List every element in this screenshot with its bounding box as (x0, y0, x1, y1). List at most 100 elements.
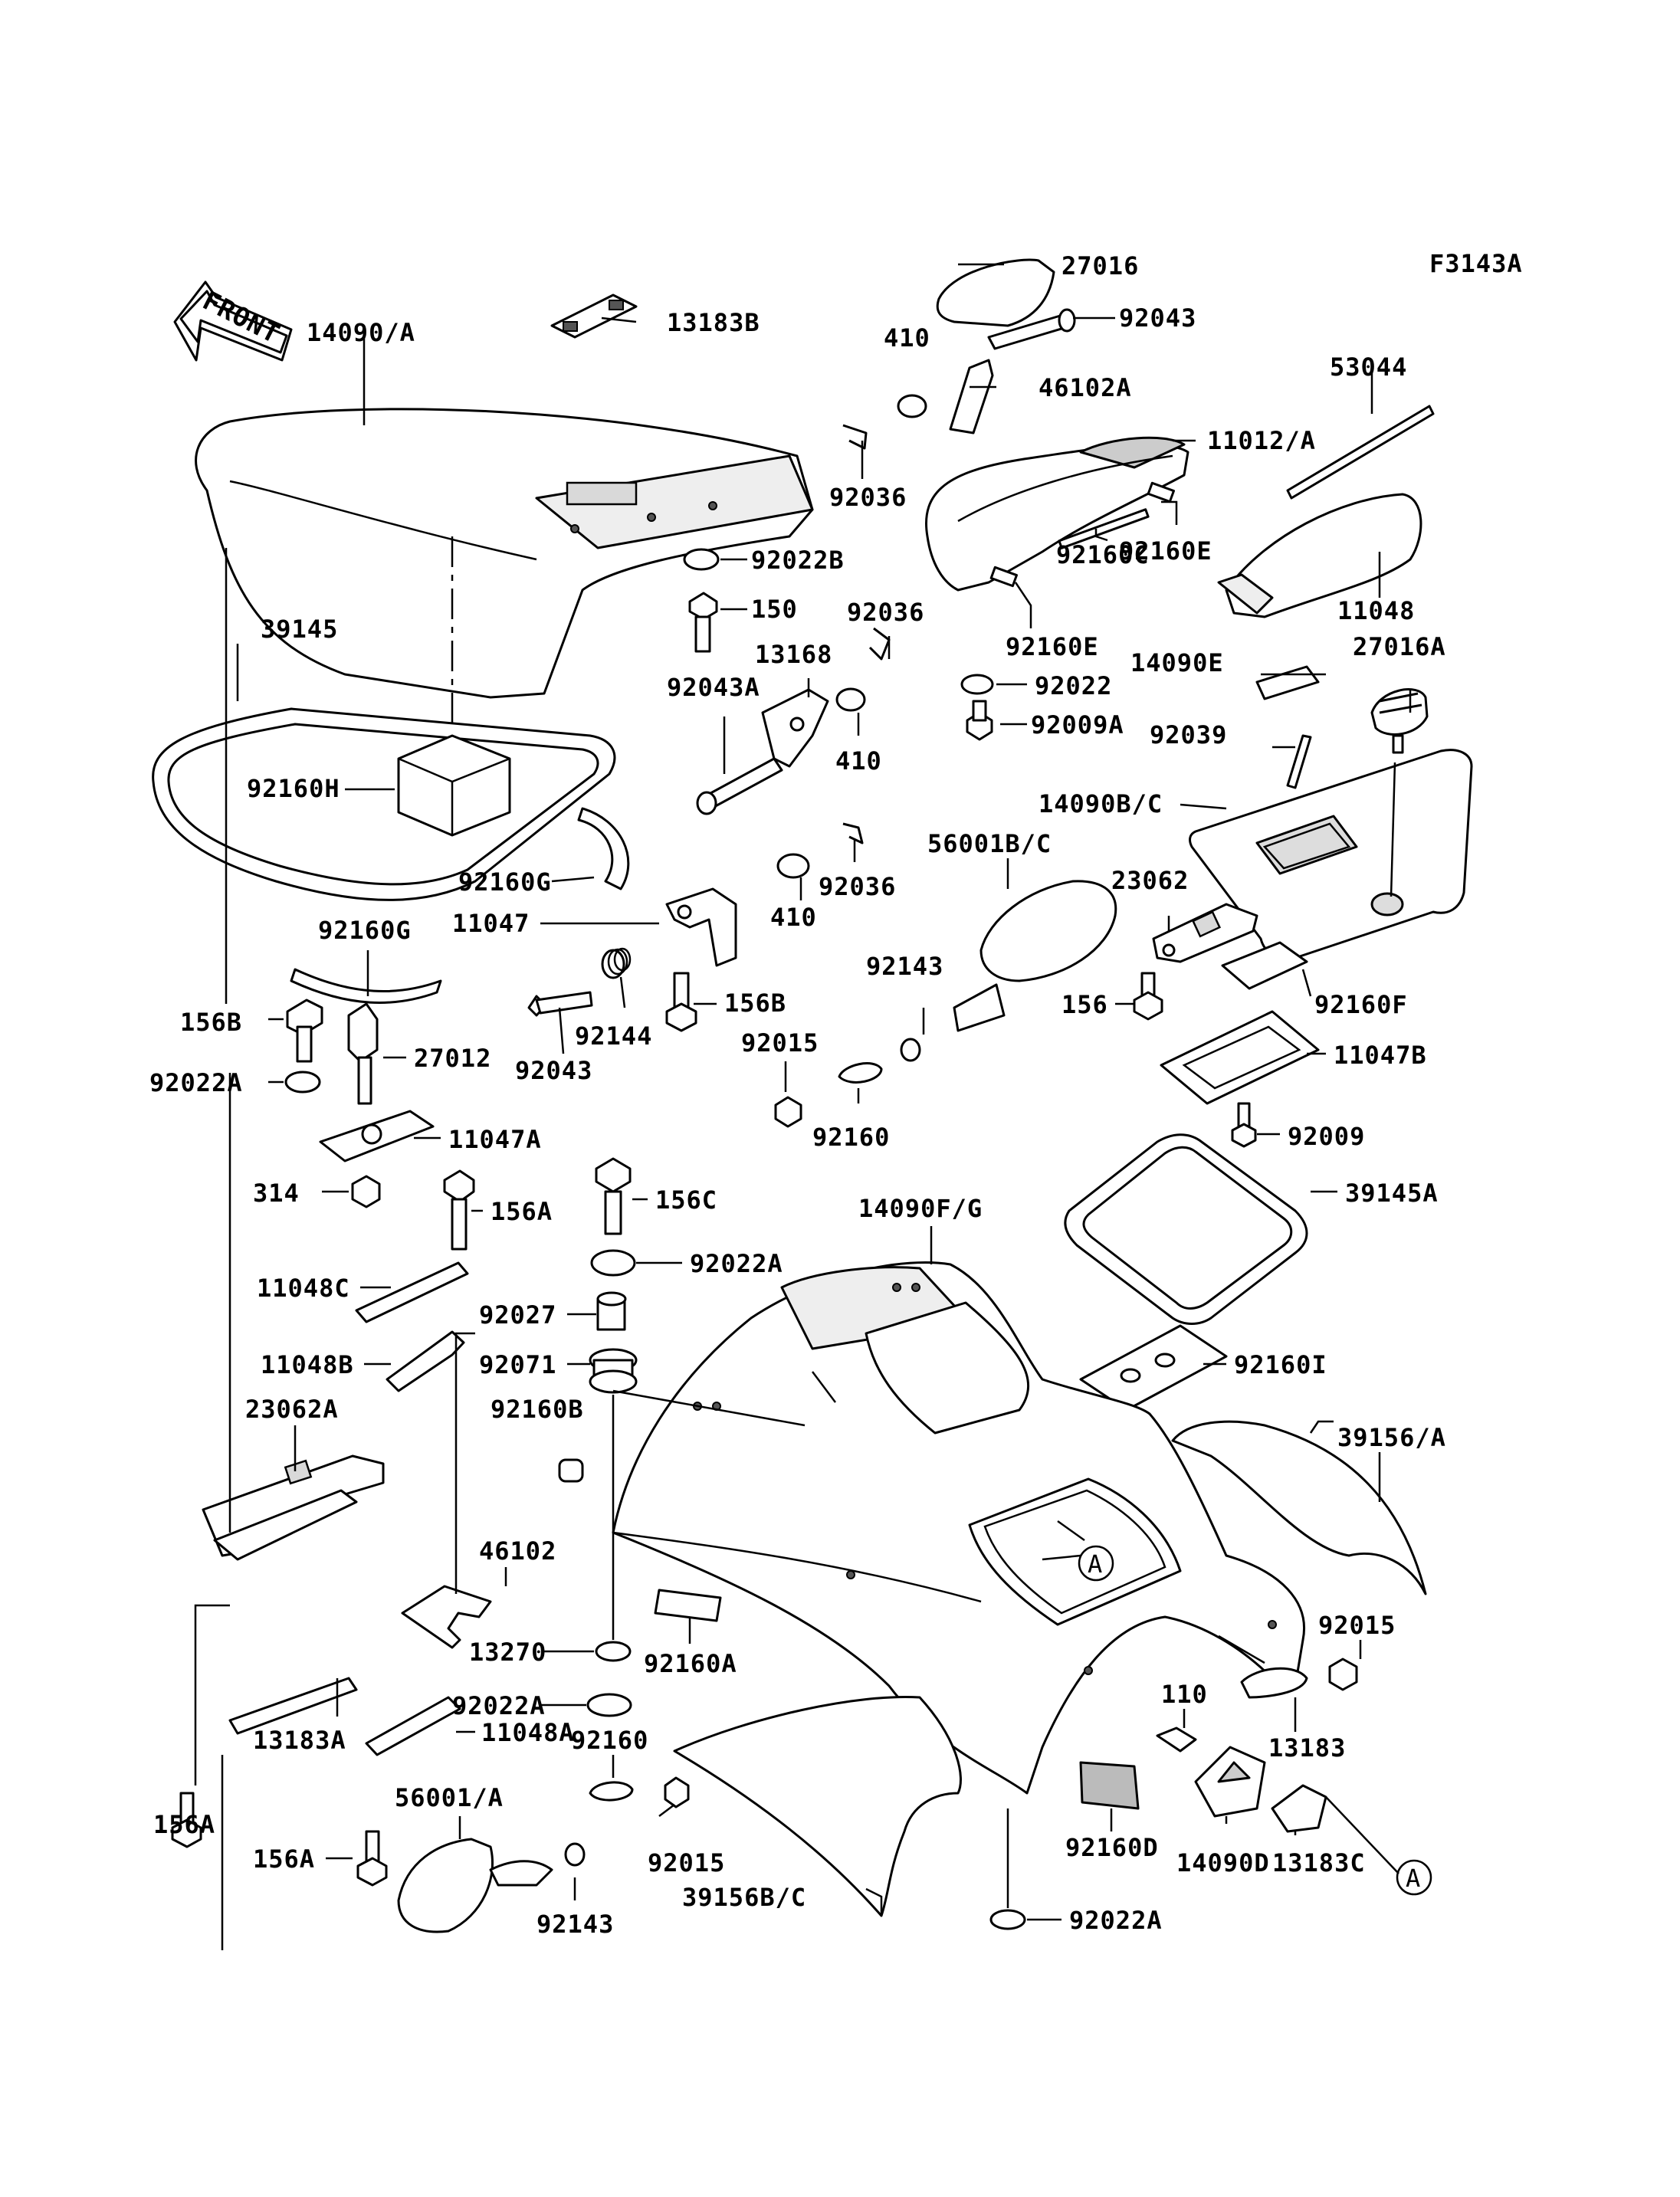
label-13168: 13168 (755, 640, 832, 669)
body-14090FG (612, 1261, 1305, 1795)
bolt-92009 (1231, 1102, 1257, 1148)
label-13270: 13270 (469, 1638, 546, 1667)
reference-a-lower-text: A (1406, 1864, 1420, 1893)
gasket-46102 (401, 1585, 492, 1649)
label-39156BC: 39156B/C (682, 1883, 806, 1912)
hinge-13168 (761, 688, 829, 768)
washer-92022 (960, 674, 994, 695)
label-13183B: 13183B (667, 308, 760, 337)
strip-92160C (1058, 508, 1150, 549)
seal-39145A (1064, 1133, 1308, 1325)
bracket-14090D (1194, 1746, 1266, 1818)
plate-11048A (365, 1696, 461, 1756)
washer-92143-a (900, 1038, 921, 1062)
label-92036-b: 92036 (847, 598, 924, 627)
plate-11048C (355, 1261, 469, 1323)
gasket-92160F (1221, 941, 1308, 990)
washer-92022A-d (989, 1909, 1026, 1930)
trim-39156A (1171, 1420, 1427, 1595)
mirror-56001BC (953, 880, 1117, 1032)
label-23062A: 23062A (245, 1395, 339, 1424)
label-92022B: 92022B (751, 546, 845, 575)
label-14090A: 14090/A (307, 318, 415, 347)
nut-92015-c (664, 1776, 690, 1808)
label-27016: 27016 (1061, 251, 1139, 280)
label-156B-b: 156B (724, 989, 786, 1018)
bolt-110 (1156, 1726, 1197, 1753)
label-92160-b: 92160 (571, 1726, 648, 1755)
label-23062: 23062 (1111, 866, 1189, 895)
label-92043-top: 92043 (1119, 303, 1196, 333)
bolt-156B-a (286, 998, 323, 1063)
strip-53044 (1286, 405, 1435, 500)
label-39145: 39145 (261, 615, 338, 644)
washer-92143-b (564, 1842, 586, 1867)
pin-92043A (696, 757, 783, 815)
link-46102A (949, 359, 994, 434)
label-11047A: 11047A (448, 1125, 542, 1154)
pad-92160-b (589, 1781, 634, 1802)
label-410-top: 410 (884, 323, 930, 353)
label-92160H: 92160H (247, 774, 340, 803)
pad-92160D (1079, 1761, 1140, 1810)
label-13183: 13183 (1268, 1733, 1346, 1763)
label-92009A: 92009A (1031, 710, 1124, 739)
washer-92022A-b (590, 1249, 636, 1277)
label-92143-b: 92143 (536, 1910, 614, 1939)
bolt-156A-b (171, 1792, 202, 1848)
plate-11048B (386, 1330, 465, 1392)
bolt-156B-b (665, 972, 697, 1032)
label-92015-c: 92015 (648, 1848, 725, 1877)
label-14090BC: 14090B/C (1039, 789, 1163, 818)
seat-cover-14090A (195, 408, 814, 699)
pad-14090E (1255, 665, 1320, 700)
stud-27012 (347, 1002, 379, 1105)
label-92160-a: 92160 (812, 1123, 890, 1152)
bolt-156C (595, 1157, 632, 1235)
reference-a-upper-text: A (1088, 1549, 1102, 1579)
washer-92022B (683, 548, 720, 571)
bracket-11047A (319, 1110, 435, 1162)
plate-11047B (1160, 1010, 1320, 1105)
clip-92036-b (868, 627, 891, 661)
label-410-low: 410 (770, 903, 817, 932)
label-92009: 92009 (1288, 1122, 1365, 1151)
label-92160I: 92160I (1234, 1350, 1327, 1379)
label-156A-c: 156A (253, 1844, 315, 1874)
label-92160E-b: 92160E (1006, 632, 1099, 661)
label-156-a: 156 (1061, 990, 1108, 1019)
plate-13183C (1271, 1784, 1327, 1833)
label-92160E-a: 92160E (1119, 536, 1212, 566)
leader-lines (194, 263, 1412, 1950)
label-156C: 156C (655, 1185, 717, 1215)
part-labels: 14090/A 13183B 27016 92043 410 46102A 53… (149, 251, 1446, 1939)
label-11047B: 11047B (1334, 1041, 1427, 1070)
washer-410-a (835, 687, 866, 712)
label-92039: 92039 (1150, 720, 1227, 749)
bolt-92009A (966, 700, 993, 741)
label-46102: 46102 (479, 1536, 556, 1566)
bolt-150 (688, 592, 718, 653)
label-39156A: 39156/A (1337, 1423, 1446, 1452)
plate-13183B (550, 293, 638, 339)
washer-410-b (776, 853, 810, 879)
cap-92160B (558, 1458, 584, 1483)
pad-92160-a (838, 1062, 883, 1084)
label-92043A: 92043A (667, 673, 760, 702)
label-11048B: 11048B (261, 1350, 354, 1379)
spring-92144 (601, 947, 632, 979)
label-150: 150 (751, 595, 798, 624)
label-92022-a: 92022 (1035, 671, 1112, 700)
pad-92160E-a (1147, 481, 1175, 503)
label-92160G-b: 92160G (318, 916, 412, 945)
label-39145A: 39145A (1345, 1179, 1439, 1208)
nut-92015-a (774, 1096, 802, 1128)
strip-92160G-b (290, 968, 442, 1004)
label-46102A: 46102A (1039, 373, 1132, 402)
reference-a-upper: A (1078, 1545, 1114, 1582)
front-arrow-icon: FRONT (173, 280, 293, 362)
strip-92160G-a (577, 807, 630, 890)
label-314: 314 (253, 1179, 300, 1208)
pin-92043-low (527, 991, 593, 1017)
